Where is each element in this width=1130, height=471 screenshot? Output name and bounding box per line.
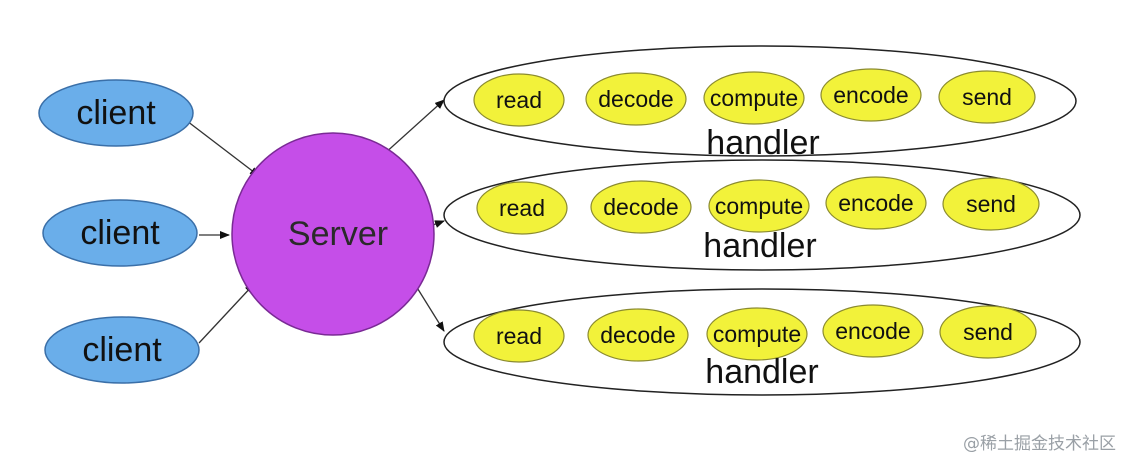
step-label: decode: [598, 86, 673, 112]
step-ellipse: [703, 71, 805, 125]
step-label: compute: [715, 193, 803, 219]
step-read: read: [476, 181, 568, 235]
client-label: client: [76, 94, 156, 132]
step-encode: encode: [820, 68, 922, 122]
step-label: encode: [835, 318, 910, 344]
watermark-text: @稀土掘金技术社区: [963, 434, 1116, 454]
step-encode: encode: [822, 304, 924, 358]
step-ellipse: [942, 177, 1040, 231]
handler-arrows: [382, 99, 445, 332]
step-send: send: [942, 177, 1040, 231]
handler-ellipse: [443, 288, 1081, 396]
step-read: read: [473, 73, 565, 127]
step-compute: compute: [706, 307, 808, 361]
handler-ellipse: [443, 45, 1077, 157]
step-ellipse: [822, 304, 924, 358]
handler-ellipse: [443, 159, 1081, 271]
client-ellipse: [42, 199, 198, 267]
client-node: client: [38, 79, 194, 147]
step-label: send: [963, 319, 1013, 345]
step-label: read: [496, 323, 542, 349]
step-ellipse: [476, 181, 568, 235]
step-label: decode: [600, 322, 675, 348]
client-label: client: [80, 214, 160, 252]
client-label: client: [82, 331, 162, 369]
arrow-client-3-to-server: [198, 283, 255, 344]
step-ellipse: [939, 305, 1037, 359]
server-circle: [231, 132, 435, 336]
step-label: send: [962, 84, 1012, 110]
server-node: Server: [231, 132, 435, 336]
client-node: client: [42, 199, 198, 267]
step-label: read: [496, 87, 542, 113]
client-arrows: [186, 120, 260, 344]
step-label: decode: [603, 194, 678, 220]
step-compute: compute: [703, 71, 805, 125]
arrow-server-to-handler-2: [432, 220, 445, 228]
step-decode: decode: [587, 308, 689, 362]
arrow-server-to-handler-1: [382, 99, 445, 156]
handler-group: read decode compute encode send handler: [443, 288, 1081, 396]
step-ellipse: [708, 179, 810, 233]
arrow-client-1-to-server: [186, 120, 260, 177]
step-label: compute: [713, 321, 801, 347]
step-label: send: [966, 191, 1016, 217]
step-ellipse: [473, 73, 565, 127]
client-node: client: [44, 316, 200, 384]
handler-group: read decode compute encode send handler: [443, 159, 1081, 271]
server-label: Server: [288, 215, 388, 253]
step-ellipse: [706, 307, 808, 361]
step-label: encode: [838, 190, 913, 216]
step-ellipse: [825, 176, 927, 230]
step-ellipse: [590, 180, 692, 234]
step-ellipse: [587, 308, 689, 362]
step-ellipse: [938, 70, 1036, 124]
step-read: read: [473, 309, 565, 363]
step-label: read: [499, 195, 545, 221]
step-ellipse: [820, 68, 922, 122]
step-ellipse: [585, 72, 687, 126]
handler-label: handler: [705, 353, 818, 391]
step-decode: decode: [585, 72, 687, 126]
step-label: encode: [833, 82, 908, 108]
handler-group: read decode compute encode send handler: [443, 45, 1077, 162]
arrow-server-to-handler-3: [415, 285, 445, 332]
step-send: send: [939, 305, 1037, 359]
client-ellipse: [38, 79, 194, 147]
step-ellipse: [473, 309, 565, 363]
step-encode: encode: [825, 176, 927, 230]
step-label: compute: [710, 85, 798, 111]
handler-label: handler: [706, 124, 819, 162]
step-decode: decode: [590, 180, 692, 234]
step-send: send: [938, 70, 1036, 124]
client-ellipse: [44, 316, 200, 384]
step-compute: compute: [708, 179, 810, 233]
handler-label: handler: [703, 227, 816, 265]
